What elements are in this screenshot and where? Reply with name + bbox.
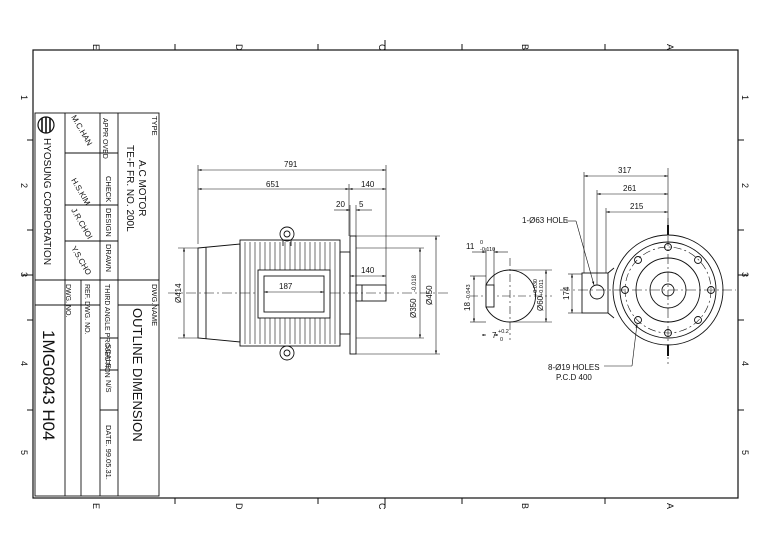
shaft-end-detail bbox=[470, 258, 552, 340]
dim-140-top: 140 bbox=[361, 180, 375, 189]
dim-11-tol-bot: -0.110 bbox=[480, 247, 495, 253]
approved-label: APPR OVED bbox=[101, 118, 108, 159]
border-number: 4 bbox=[19, 361, 29, 366]
drawing-date: DATE. 99.05.31. bbox=[104, 425, 113, 480]
dim-215: 215 bbox=[630, 202, 644, 211]
designer-yscho: Y.S.CHO bbox=[69, 245, 93, 277]
title-block bbox=[34, 112, 160, 497]
side-view-dimension-text: 791 651 140 20 5 140 187 Ø414 Ø350 -0.01… bbox=[174, 160, 434, 318]
flange-view-dimensions bbox=[566, 168, 669, 367]
dwg-no-label: DWG. NO. bbox=[64, 284, 71, 317]
third-angle-label: THIRD ANGLE PROJECTION bbox=[103, 284, 110, 378]
border-number: 2 bbox=[740, 183, 750, 188]
border-letter: D bbox=[234, 44, 244, 51]
company-name: HYOSUNG CORPORATION bbox=[41, 138, 52, 265]
border-letter: B bbox=[520, 503, 530, 509]
dim-7: 7 bbox=[492, 331, 497, 340]
border-letter: B bbox=[520, 44, 530, 50]
dim-dia-350: Ø350 bbox=[409, 298, 418, 318]
flange-front-view bbox=[560, 218, 736, 364]
border-number: 3 bbox=[740, 272, 750, 277]
border-letters-top: E D C B A bbox=[91, 44, 675, 51]
type-label: TYPE bbox=[150, 116, 159, 136]
drawing-number: 1MG0843 H04 bbox=[39, 330, 58, 441]
drawn-label: DRAWN bbox=[104, 244, 113, 272]
dim-174: 174 bbox=[562, 286, 571, 300]
dim-20: 20 bbox=[336, 200, 345, 209]
dim-187: 187 bbox=[279, 282, 293, 291]
dim-651: 651 bbox=[266, 180, 280, 189]
motor-type-line2: TE-F FR. NO. 200L bbox=[124, 145, 135, 232]
hyosung-logo-icon bbox=[37, 116, 55, 134]
dim-261: 261 bbox=[623, 184, 637, 193]
border-number: 1 bbox=[19, 95, 29, 100]
hole-note: 1-Ø63 HOLE bbox=[522, 216, 568, 225]
dim-18: 18 bbox=[463, 302, 472, 311]
border-number: 5 bbox=[19, 450, 29, 455]
border-letter: A bbox=[665, 44, 675, 50]
dim-5: 5 bbox=[359, 200, 364, 209]
bolt-holes-note: 8-Ø19 HOLES bbox=[548, 363, 600, 372]
border-numbers-left: 1 2 3 4 5 bbox=[19, 95, 29, 455]
border-letter: D bbox=[234, 503, 244, 510]
dim-11: 11 bbox=[466, 242, 475, 251]
border-number: 2 bbox=[19, 183, 29, 188]
border-letter: C bbox=[377, 503, 387, 510]
dim-dia-450: Ø450 bbox=[425, 285, 434, 305]
designer-mchan: M.C.HAN bbox=[69, 114, 94, 148]
dim-791: 791 bbox=[284, 160, 298, 169]
shaft-end-dimension-text: 11 0 -0.110 18 -0.043 7 +0.2 0 Ø60 +0.03… bbox=[463, 240, 545, 343]
design-label: DESIGN bbox=[104, 208, 113, 237]
drawing-name: OUTLINE DIMENSION bbox=[130, 308, 145, 442]
border-letter: E bbox=[91, 503, 101, 509]
border-number: 4 bbox=[740, 361, 750, 366]
scale-label: SCALE bbox=[104, 344, 113, 369]
pcd-note: P.C.D 400 bbox=[556, 373, 592, 382]
dim-18-tol: -0.043 bbox=[466, 284, 472, 300]
flange-view-dimension-text: 317 261 215 174 1-Ø63 HOLE 8-Ø19 HOLES P… bbox=[522, 166, 644, 382]
border-numbers-right: 1 2 3 4 5 bbox=[740, 95, 750, 455]
dim-11-tol-top: 0 bbox=[480, 240, 483, 246]
dim-dia-414: Ø414 bbox=[174, 283, 183, 303]
ref-dwg-label: REF. DWG. NO. bbox=[83, 284, 90, 335]
dim-dia-60: Ø60 bbox=[536, 295, 545, 311]
border-number: 3 bbox=[19, 272, 29, 277]
side-view-dimensions bbox=[178, 165, 440, 355]
border-letters-bottom: E D C B A bbox=[91, 503, 675, 510]
dim-140-mid: 140 bbox=[361, 266, 375, 275]
check-label: CHECK bbox=[104, 176, 113, 202]
sheet-border bbox=[22, 40, 748, 508]
border-number: 1 bbox=[740, 95, 750, 100]
designer-hskim: H.S.KIM bbox=[69, 177, 92, 208]
shaft-end-dimensions bbox=[470, 248, 552, 337]
border-number: 5 bbox=[740, 450, 750, 455]
scale-value: N/S bbox=[104, 380, 113, 393]
border-letter: E bbox=[91, 44, 101, 50]
dim-dia-60-tol-bot: +0.011 bbox=[539, 279, 545, 296]
dim-dia-60-tol-top: +0.030 bbox=[533, 279, 539, 296]
motor-side-view bbox=[168, 226, 450, 361]
title-block-text: HYOSUNG CORPORATION M.C.HAN H.S.KIM J.R.… bbox=[39, 114, 159, 480]
border-letter: C bbox=[377, 44, 387, 51]
dim-317: 317 bbox=[618, 166, 632, 175]
dim-7-tol-bot: 0 bbox=[500, 337, 503, 343]
dwg-name-label: DWG.NAME bbox=[150, 284, 159, 326]
border-letter: A bbox=[665, 503, 675, 509]
motor-type-line1: A.C MOTOR bbox=[136, 160, 147, 216]
designer-jrchoi: J.R.CHOI bbox=[69, 207, 94, 241]
dim-dia-350-tol: -0.018 bbox=[412, 274, 418, 292]
dim-7-tol-top: +0.2 bbox=[498, 329, 509, 335]
